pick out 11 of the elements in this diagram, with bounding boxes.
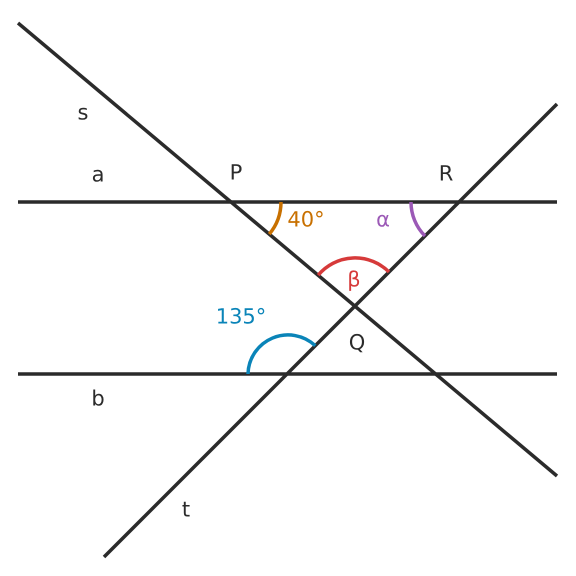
label: a: [92, 164, 104, 186]
label: 40°: [287, 210, 325, 230]
label: 135°: [216, 306, 266, 328]
label: s: [78, 102, 88, 124]
label: R: [438, 164, 454, 184]
label: α: [376, 210, 390, 230]
label: Q: [348, 332, 366, 354]
label: P: [230, 162, 242, 184]
label: t: [182, 500, 190, 520]
label: b: [91, 388, 105, 410]
label: β: [347, 270, 361, 290]
